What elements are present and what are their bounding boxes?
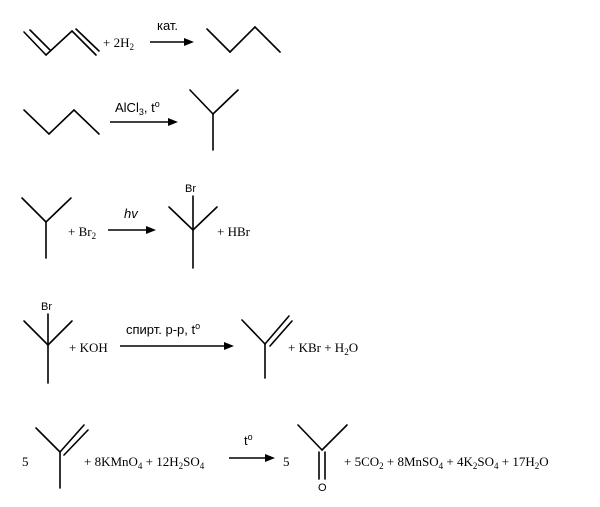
butane-structure xyxy=(23,109,100,135)
r3-reagent-text: + Br2 xyxy=(68,224,96,241)
butane-structure xyxy=(206,26,281,53)
r5-coefficient-right: 5 xyxy=(283,454,290,469)
atom-o: O xyxy=(318,482,327,494)
r2-condition: AlCl3, to xyxy=(115,99,160,117)
tert-butyl-bromide-structure: Br xyxy=(168,183,218,269)
r5-reagent-text: + 8KMnO4 + 12H2SO4 xyxy=(84,454,205,471)
r4-arrow xyxy=(120,342,234,350)
atom-br: Br xyxy=(185,183,196,195)
atom-br: Br xyxy=(41,301,52,313)
r4-condition: спирт. р-р, to xyxy=(126,321,200,337)
r5-condition: to xyxy=(244,432,253,448)
r5-coefficient-left: 5 xyxy=(22,454,29,469)
r3-arrow xyxy=(108,226,156,234)
reaction-3: + Br2 hv Br + HBr xyxy=(21,183,251,269)
reaction-4: Br + KOH спирт. р-р, to + KBr + H2O xyxy=(23,301,358,384)
tert-butyl-bromide-structure: Br xyxy=(23,301,73,384)
isobutane-structure xyxy=(21,197,72,259)
reaction-2: AlCl3, to xyxy=(23,89,239,151)
r4-product-text: + KBr + H2O xyxy=(288,340,358,357)
isobutane-structure xyxy=(189,89,239,151)
r5-arrow xyxy=(229,454,275,462)
acetone-structure: O xyxy=(297,424,348,494)
butadiene-structure xyxy=(23,28,100,56)
r4-reagent-text: + KOH xyxy=(69,340,108,355)
r2-arrow xyxy=(110,118,178,126)
reaction-5: 5 + 8KMnO4 + 12H2SO4 to 5 O + 5CO2 + 8Mn… xyxy=(22,424,549,494)
r1-condition: кат. xyxy=(157,18,178,33)
reaction-1: + 2H2 кат. xyxy=(23,18,281,56)
isobutylene-structure xyxy=(241,315,293,379)
r3-product-text: + HBr xyxy=(217,224,251,239)
isobutylene-structure xyxy=(35,424,89,489)
r1-reagent-text: + 2H2 xyxy=(103,35,134,52)
r1-arrow xyxy=(150,38,194,46)
r5-product-text: + 5CO2 + 8MnSO4 + 4K2SO4 + 17H2O xyxy=(344,454,549,471)
r3-condition: hv xyxy=(124,206,139,221)
